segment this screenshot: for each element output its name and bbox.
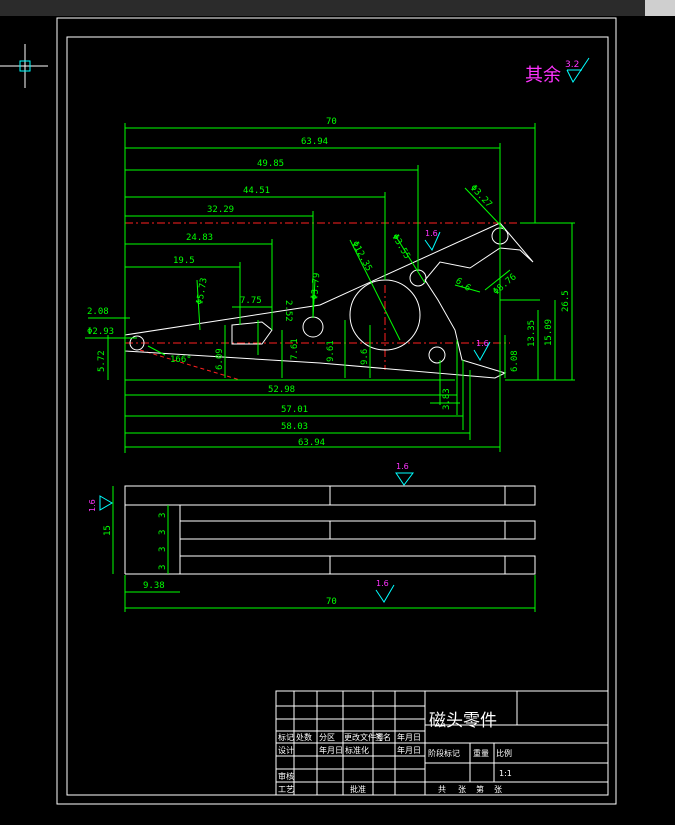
dim-57-01: 57.01 bbox=[281, 405, 308, 415]
rough-mark-5-icon bbox=[375, 584, 395, 603]
crosshair-cursor-icon bbox=[0, 44, 48, 88]
outer-frame bbox=[56, 17, 617, 805]
dim-7-61: 7.61 bbox=[290, 338, 300, 360]
dim-dia-2-93: Φ2.93 bbox=[87, 327, 114, 337]
tb-date-3: 年月日 bbox=[397, 745, 421, 755]
side-dim-9-38: 9.38 bbox=[143, 581, 165, 591]
tb-review: 审核 bbox=[278, 771, 294, 781]
drawing-title: 磁头零件 bbox=[429, 711, 497, 731]
dim-49-85: 49.85 bbox=[257, 159, 284, 169]
rough-mark-2-icon bbox=[473, 341, 491, 361]
dim-58-03: 58.03 bbox=[281, 422, 308, 432]
app-top-bar bbox=[0, 0, 675, 16]
roughness-symbol-icon bbox=[566, 57, 590, 83]
tb-zone: 分区 bbox=[319, 733, 335, 742]
side-gap-3: 3 bbox=[158, 547, 168, 552]
dim-26-5: 26.5 bbox=[561, 290, 571, 312]
dim-9-61: 9.61 bbox=[326, 340, 336, 362]
roughness-marks: 1.6 1.6 bbox=[424, 229, 491, 361]
dim-24-83: 24.83 bbox=[186, 233, 213, 243]
side-view-dims bbox=[112, 486, 536, 612]
dim-dia-3-27: Φ3.27 bbox=[468, 183, 494, 210]
dim-6-08: 6.08 bbox=[510, 350, 520, 372]
dim-44-51: 44.51 bbox=[243, 186, 270, 196]
tb-sheet-no: 第 bbox=[476, 784, 484, 794]
rough-mark-5: 1.6 bbox=[376, 579, 389, 588]
tb-date-2: 年月日 bbox=[319, 745, 343, 755]
rough-other-value: 3.2 bbox=[565, 60, 579, 70]
dim-2-52: 2.52 bbox=[283, 300, 293, 322]
tb-sheet-unit-2: 张 bbox=[494, 785, 502, 794]
rough-mark-4: 1.6 bbox=[88, 499, 97, 512]
dim-dia-3-79: Φ3.79 bbox=[310, 272, 322, 300]
dim-5-72: 5.72 bbox=[97, 350, 107, 372]
side-gap-4: 3 bbox=[158, 565, 168, 570]
tb-design: 设计 bbox=[278, 745, 294, 755]
tb-standard: 标准化 bbox=[345, 745, 369, 755]
dim-dia-5-73: Φ5.73 bbox=[195, 277, 210, 305]
dim-13-35: 13.35 bbox=[527, 320, 537, 347]
dim-7-75: 7.75 bbox=[240, 296, 262, 306]
side-dim-70: 70 bbox=[326, 597, 337, 607]
tb-scale-label: 比例 bbox=[496, 748, 512, 758]
tb-sign: 签名 bbox=[375, 732, 391, 742]
tb-approve: 批准 bbox=[350, 784, 366, 794]
dim-19-5: 19.5 bbox=[173, 256, 195, 266]
tb-process: 工艺 bbox=[278, 785, 294, 794]
dim-70: 70 bbox=[326, 117, 337, 127]
rough-mark-3-icon bbox=[395, 472, 414, 486]
tb-sheet-total: 共 bbox=[438, 785, 446, 794]
dim-2-08: 2.08 bbox=[87, 307, 109, 317]
tb-change-doc: 更改文件号 bbox=[344, 732, 384, 742]
rough-other-label: 其余 bbox=[525, 65, 561, 86]
side-dim-15: 15 bbox=[103, 525, 113, 536]
rough-mark-4-icon bbox=[99, 495, 113, 511]
dim-angle-166: 166° bbox=[170, 355, 192, 365]
dim-9-6: 9.6 bbox=[360, 349, 370, 365]
dim-15-09: 15.09 bbox=[544, 319, 554, 346]
title-block bbox=[275, 690, 609, 796]
rough-mark-2: 1.6 bbox=[476, 339, 489, 348]
side-gap-1: 3 bbox=[158, 513, 168, 518]
tb-scale: 1:1 bbox=[499, 769, 512, 778]
rough-mark-1: 1.6 bbox=[425, 229, 438, 238]
dim-63-94: 63.94 bbox=[301, 137, 328, 147]
dim-6-6: 6.6 bbox=[453, 276, 472, 294]
side-view bbox=[124, 485, 536, 575]
tb-date-1: 年月日 bbox=[397, 732, 421, 742]
dim-63-94-bottom: 63.94 bbox=[298, 438, 325, 448]
dim-6-09: 6.09 bbox=[215, 348, 225, 370]
dim-3-83: 3.83 bbox=[442, 388, 452, 410]
tb-weight: 重量 bbox=[473, 748, 489, 758]
top-bar-edge bbox=[645, 0, 675, 16]
dim-dia-3-55: Φ3.55 bbox=[389, 233, 411, 261]
side-gap-2: 3 bbox=[158, 530, 168, 535]
dim-52-98: 52.98 bbox=[268, 385, 295, 395]
rough-mark-1-icon bbox=[424, 231, 441, 252]
rough-mark-3: 1.6 bbox=[396, 462, 409, 471]
tb-mark: 标记 bbox=[278, 732, 294, 742]
tb-count: 处数 bbox=[296, 732, 312, 742]
dim-32-29: 32.29 bbox=[207, 205, 234, 215]
tb-stage: 阶段标记 bbox=[428, 748, 460, 758]
dim-dia-12-35: Φ12.35 bbox=[349, 240, 373, 273]
dimension-lines bbox=[85, 123, 575, 453]
dim-dia-8-76: Φ8.76 bbox=[492, 272, 519, 297]
tb-sheet-unit-1: 张 bbox=[458, 785, 466, 794]
